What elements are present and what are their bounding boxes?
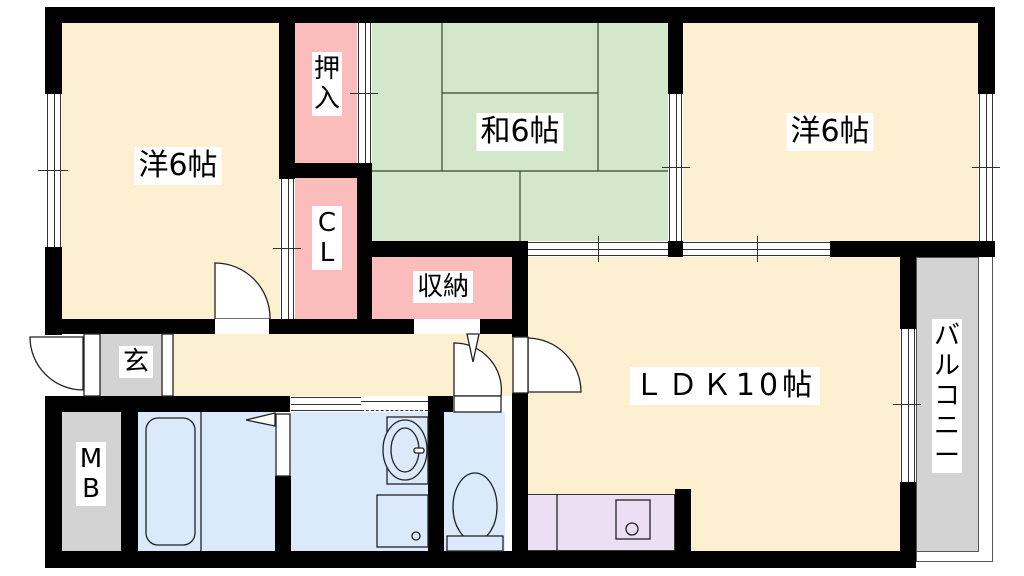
wall-wash-right (428, 396, 444, 568)
wall-shuno-top (357, 241, 527, 257)
wall-japanese-right-post (668, 241, 683, 257)
tick (972, 167, 1000, 168)
tick (273, 248, 301, 249)
label-cl-1: C (317, 208, 337, 238)
washroom (291, 412, 428, 551)
label-western-left: 洋6帖 (134, 147, 222, 185)
wall-room1-bottom-a (45, 319, 215, 334)
window-ldk-balcony[interactable] (901, 329, 915, 482)
tick (598, 236, 599, 262)
wall-left-mid (45, 247, 62, 335)
window-right-room-ldk[interactable] (683, 242, 830, 256)
wall-oshiire-bottom (279, 163, 372, 178)
wall-left-upper (45, 7, 62, 94)
wall-ldk-left-upper (512, 241, 528, 337)
label-mb-1: M (79, 444, 103, 474)
kitchen-counter (527, 494, 675, 551)
bathroom (138, 412, 275, 551)
tick (893, 404, 921, 405)
wall-japanese-right (668, 7, 683, 94)
wall-ldk-right-upper (900, 241, 916, 329)
label-western-right: 洋6帖 (786, 113, 874, 151)
hallway (173, 334, 513, 396)
label-oshiire-2: 入 (313, 84, 340, 114)
wall-kitchen-end (675, 489, 691, 551)
label-shuno: 収納 (412, 271, 474, 303)
wall-bath-right (275, 476, 291, 568)
tick (38, 170, 68, 171)
label-cl: C L (312, 206, 342, 270)
wall-top (45, 7, 995, 23)
toilet (444, 412, 505, 551)
wall-left-lower (45, 396, 62, 568)
wall-hall-bottom-a (45, 396, 290, 412)
window-wash-hall[interactable] (291, 397, 361, 411)
wall-mb-right (121, 396, 138, 568)
label-mb: M B (76, 442, 106, 506)
label-ldk: ＬＤＫ10帖 (629, 367, 821, 405)
wall-ldk-right-lower (900, 482, 916, 568)
label-oshiire-1: 押 (313, 54, 340, 84)
wall-room1-bottom-b (269, 319, 414, 334)
tick (350, 93, 378, 94)
label-japanese: 和6帖 (476, 113, 564, 151)
tick (757, 236, 758, 262)
tick (662, 167, 690, 168)
wall-room1-right (279, 7, 295, 179)
label-cl-2: L (319, 238, 335, 268)
label-entrance: 玄 (118, 346, 154, 378)
wall-bottom (45, 551, 915, 568)
label-balcony: バルコニー (932, 319, 962, 473)
label-oshiire: 押 入 (312, 52, 342, 116)
wall-right-upper (978, 7, 995, 94)
wall-ldk-left-lower (512, 393, 528, 568)
window-room1-cl[interactable] (281, 179, 294, 319)
window-wash-hall-dashed (361, 401, 428, 411)
label-mb-2: B (82, 474, 100, 504)
